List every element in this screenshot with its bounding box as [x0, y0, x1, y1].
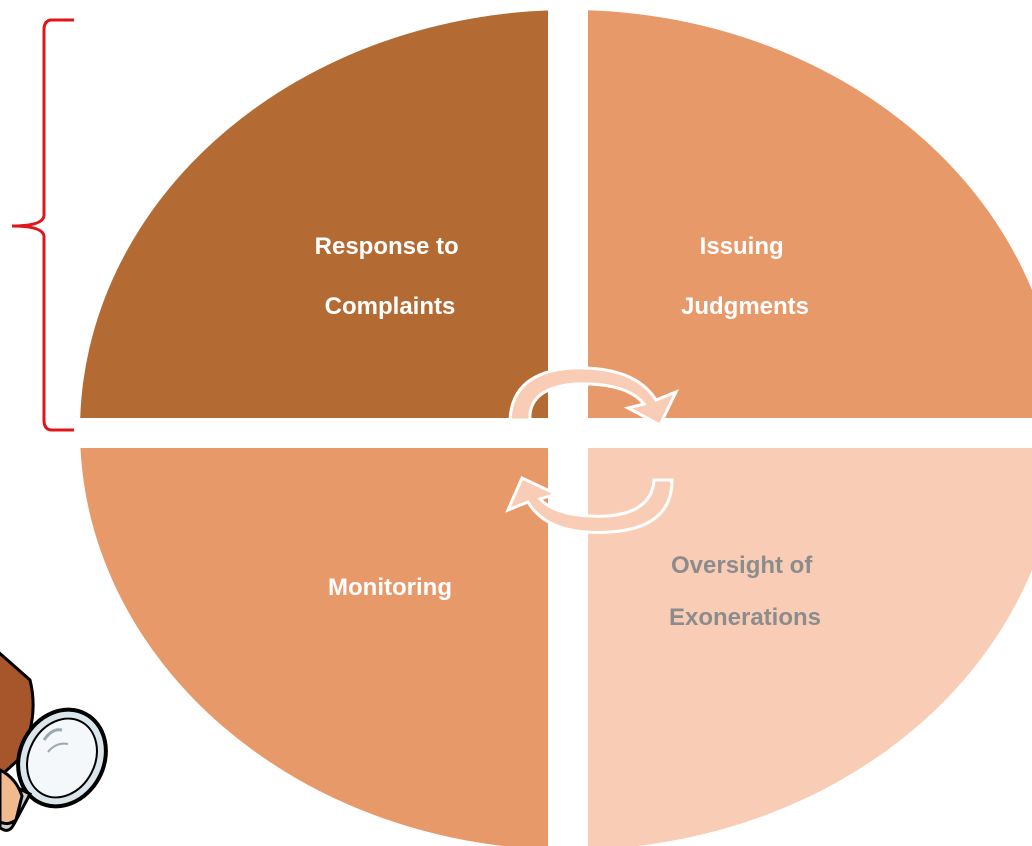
- quadrant-response-to-complaints: [80, 10, 548, 418]
- quadrant-issuing-judgments: [588, 10, 1032, 418]
- label-oversight-of-exonerations: Oversight of Exonerations: [669, 552, 821, 631]
- quadrant-monitoring: [80, 448, 548, 846]
- label-monitoring: Monitoring: [328, 574, 452, 601]
- label-issuing-judgments: Issuing Judgments: [681, 233, 809, 320]
- left-bracket-icon: [11, 18, 74, 432]
- cycle-arrows-icon: [505, 366, 680, 534]
- detective-magnifying-glass-icon: [0, 651, 108, 832]
- label-response-to-complaints: Response to Complaints: [315, 233, 466, 320]
